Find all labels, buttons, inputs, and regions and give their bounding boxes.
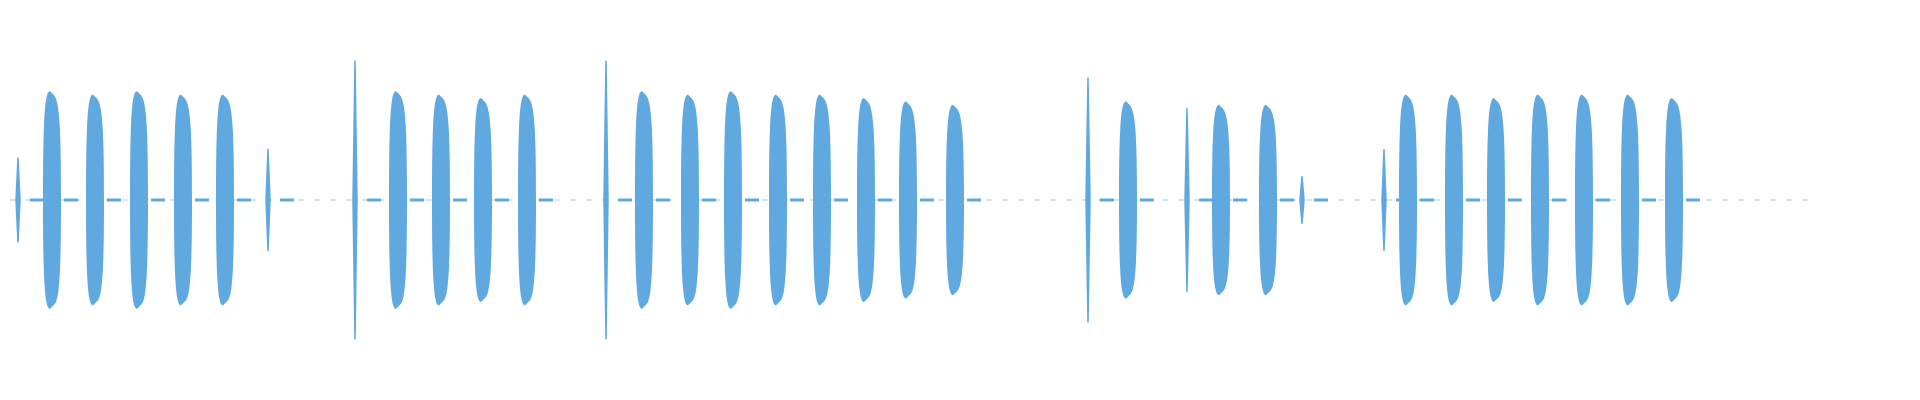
waveform-burst	[1119, 101, 1137, 299]
waveform-burst	[352, 60, 358, 340]
waveform-burst	[813, 94, 831, 306]
waveform-burst	[1445, 94, 1463, 306]
waveform-burst	[1531, 94, 1549, 306]
waveform-burst	[130, 91, 148, 309]
waveform-burst	[1299, 176, 1305, 224]
waveform-burst	[174, 94, 192, 306]
waveform-burst	[86, 94, 104, 306]
waveform-burst	[857, 98, 875, 302]
waveform-burst	[389, 91, 407, 309]
waveform-burst	[724, 91, 742, 309]
waveform-burst	[265, 148, 271, 252]
waveform-burst	[635, 91, 653, 309]
waveform-burst	[1399, 94, 1417, 306]
waveform-burst	[769, 94, 787, 306]
waveform-burst	[1184, 108, 1190, 292]
waveform-burst	[946, 104, 964, 296]
waveform-burst	[474, 98, 492, 302]
waveform-burst	[1381, 148, 1387, 252]
waveform-burst	[15, 157, 21, 243]
waveform-burst	[1085, 77, 1091, 323]
waveform-burst	[43, 91, 61, 309]
waveform-burst	[1259, 104, 1277, 296]
waveform-burst	[899, 101, 917, 299]
waveform-burst	[1487, 98, 1505, 302]
waveform-burst	[1621, 94, 1639, 306]
waveform-bursts	[15, 60, 1700, 340]
waveform-burst	[681, 94, 699, 306]
waveform-burst	[518, 94, 536, 306]
waveform-burst	[1575, 94, 1593, 306]
waveform-burst	[216, 94, 234, 306]
waveform-burst	[432, 94, 450, 306]
waveform-burst	[1665, 98, 1683, 302]
waveform-burst	[603, 60, 609, 340]
waveform-burst	[1212, 104, 1230, 296]
